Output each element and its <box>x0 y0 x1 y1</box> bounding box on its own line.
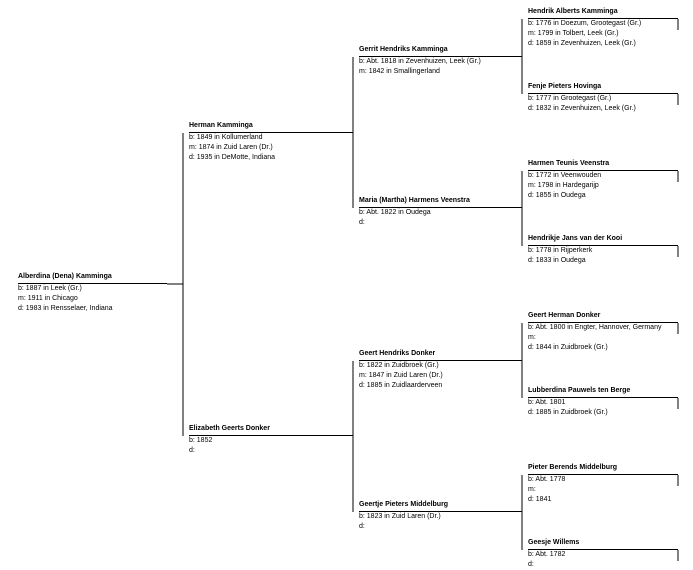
birth-detail: b: Abt. 1800 in Engter, Hannover, German… <box>528 324 662 331</box>
marriage-detail: m: 1847 in Zuid Laren (Dr.) <box>359 372 443 379</box>
birth-detail: b: Abt. 1782 <box>528 551 566 558</box>
person-harmen[interactable]: Harmen Teunis Veenstra b: 1772 in Veenwo… <box>528 159 678 201</box>
person-pieter[interactable]: Pieter Berends Middelburg b: Abt. 1778 m… <box>528 463 678 505</box>
person-fenje[interactable]: Fenje Pieters Hovinga b: 1777 in Grooteg… <box>528 82 678 114</box>
birth-detail: b: Abt. 1778 <box>528 476 566 483</box>
birth-detail: b: 1822 in Zuidbroek (Gr.) <box>359 362 439 369</box>
person-name: Fenje Pieters Hovinga <box>528 82 678 94</box>
birth-detail: b: 1823 in Zuid Laren (Dr.) <box>359 513 441 520</box>
person-hendrikje[interactable]: Hendrikje Jans van der Kooi b: 1778 in R… <box>528 234 678 266</box>
death-detail: d: 1833 in Oudega <box>528 257 586 264</box>
person-herman[interactable]: Herman Kamminga b: 1849 in Kollumerland … <box>189 121 353 163</box>
person-maria[interactable]: Maria (Martha) Harmens Veenstra b: Abt. … <box>359 196 522 228</box>
person-name: Geert Herman Donker <box>528 311 678 323</box>
person-name: Geesje Willems <box>528 538 678 550</box>
person-geesje[interactable]: Geesje Willems b: Abt. 1782 d: <box>528 538 678 570</box>
person-name: Elizabeth Geerts Donker <box>189 424 353 436</box>
marriage-detail: m: <box>528 486 536 493</box>
death-detail: d: <box>359 523 365 530</box>
birth-detail: b: 1852 <box>189 437 213 444</box>
death-detail: d: <box>359 219 365 226</box>
person-name: Geertje Pieters Middelburg <box>359 500 522 512</box>
birth-detail: b: 1887 in Leek (Gr.) <box>18 285 82 292</box>
person-name: Hendrikje Jans van der Kooi <box>528 234 678 246</box>
birth-detail: b: Abt. 1818 in Zevenhuizen, Leek (Gr.) <box>359 58 481 65</box>
death-detail: d: 1885 in Zuidlaarderveen <box>359 382 443 389</box>
person-name: Hendrik Alberts Kamminga <box>528 7 678 19</box>
person-elizabeth[interactable]: Elizabeth Geerts Donker b: 1852 d: <box>189 424 353 456</box>
marriage-detail: m: 1798 in Hardegarijp <box>528 182 599 189</box>
marriage-detail: m: <box>528 334 536 341</box>
person-name: Alberdina (Dena) Kamminga <box>18 272 167 284</box>
death-detail: d: <box>189 447 195 454</box>
birth-detail: b: 1772 in Veenwouden <box>528 172 602 179</box>
person-name: Herman Kamminga <box>189 121 353 133</box>
person-name: Harmen Teunis Veenstra <box>528 159 678 171</box>
death-detail: d: 1859 in Zevenhuizen, Leek (Gr.) <box>528 40 636 47</box>
person-geert-herman[interactable]: Geert Herman Donker b: Abt. 1800 in Engt… <box>528 311 678 353</box>
birth-detail: b: 1778 in Rijperkerk <box>528 247 593 254</box>
birth-detail: b: 1777 in Grootegast (Gr.) <box>528 95 612 102</box>
person-geertje[interactable]: Geertje Pieters Middelburg b: 1823 in Zu… <box>359 500 522 532</box>
person-hendrik[interactable]: Hendrik Alberts Kamminga b: 1776 in Doez… <box>528 7 678 49</box>
death-detail: d: 1855 in Oudega <box>528 192 586 199</box>
death-detail: d: <box>528 561 534 568</box>
birth-detail: b: Abt. 1801 <box>528 399 566 406</box>
person-lubberdina[interactable]: Lubberdina Pauwels ten Berge b: Abt. 180… <box>528 386 678 418</box>
person-name: Geert Hendriks Donker <box>359 349 522 361</box>
birth-detail: b: Abt. 1822 in Oudega <box>359 209 431 216</box>
death-detail: d: 1935 in DeMotte, Indiana <box>189 154 276 161</box>
death-detail: d: 1983 in Rensselaer, Indiana <box>18 305 113 312</box>
marriage-detail: m: 1842 in Smallingerland <box>359 68 440 75</box>
person-geert-hendriks[interactable]: Geert Hendriks Donker b: 1822 in Zuidbro… <box>359 349 522 391</box>
person-name: Pieter Berends Middelburg <box>528 463 678 475</box>
death-detail: d: 1885 in Zuidbroek (Gr.) <box>528 409 608 416</box>
death-detail: d: 1844 in Zuidbroek (Gr.) <box>528 344 608 351</box>
person-alberdina[interactable]: Alberdina (Dena) Kamminga b: 1887 in Lee… <box>18 272 167 314</box>
person-name: Gerrit Hendriks Kamminga <box>359 45 522 57</box>
birth-detail: b: 1849 in Kollumerland <box>189 134 263 141</box>
person-gerrit[interactable]: Gerrit Hendriks Kamminga b: Abt. 1818 in… <box>359 45 522 77</box>
death-detail: d: 1841 <box>528 496 552 503</box>
marriage-detail: m: 1911 in Chicago <box>18 295 78 302</box>
birth-detail: b: 1776 in Doezum, Grootegast (Gr.) <box>528 20 642 27</box>
person-name: Lubberdina Pauwels ten Berge <box>528 386 678 398</box>
marriage-detail: m: 1799 in Tolbert, Leek (Gr.) <box>528 30 619 37</box>
death-detail: d: 1832 in Zevenhuizen, Leek (Gr.) <box>528 105 636 112</box>
marriage-detail: m: 1874 in Zuid Laren (Dr.) <box>189 144 273 151</box>
person-name: Maria (Martha) Harmens Veenstra <box>359 196 522 208</box>
